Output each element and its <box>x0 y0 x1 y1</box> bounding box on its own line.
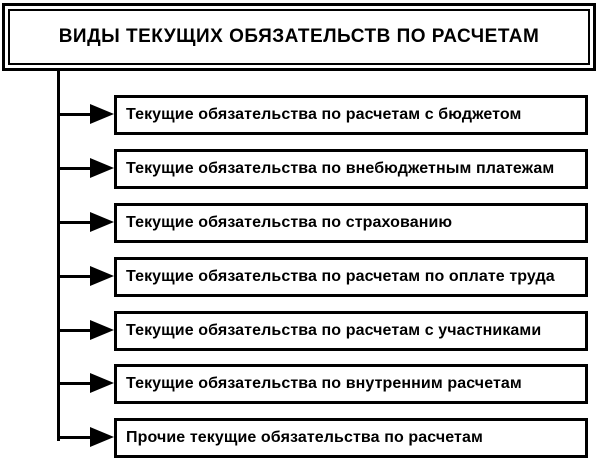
node-label: Текущие обязательства по внебюджетным пл… <box>126 160 555 177</box>
node-box: Текущие обязательства по расчетам с бюдж… <box>114 95 588 135</box>
arrow-right-icon <box>90 104 114 124</box>
diagram-row: Текущие обязательства по расчетам по опл… <box>0 257 600 297</box>
arrow-right-icon <box>90 427 114 447</box>
node-label: Текущие обязательства по расчетам с бюдж… <box>126 106 522 123</box>
diagram-row: Текущие обязательства по расчетам с бюдж… <box>0 95 600 135</box>
trunk-line <box>57 70 60 441</box>
node-box: Текущие обязательства по страхованию <box>114 203 588 243</box>
arrow-right-icon <box>90 320 114 340</box>
node-label: Текущие обязательства по страхованию <box>126 214 453 231</box>
connector-line <box>57 113 91 116</box>
connector-line <box>57 167 91 170</box>
diagram-row: Текущие обязательства по внебюджетным пл… <box>0 149 600 189</box>
node-label: Текущие обязательства по расчетам с учас… <box>126 322 542 339</box>
title-box: ВИДЫ ТЕКУЩИХ ОБЯЗАТЕЛЬСТВ ПО РАСЧЕТАМ <box>2 3 596 71</box>
arrow-right-icon <box>90 212 114 232</box>
arrow-right-icon <box>90 373 114 393</box>
node-box: Текущие обязательства по внебюджетным пл… <box>114 149 588 189</box>
connector-line <box>57 329 91 332</box>
arrow-right-icon <box>90 158 114 178</box>
title-box-inner-frame: ВИДЫ ТЕКУЩИХ ОБЯЗАТЕЛЬСТВ ПО РАСЧЕТАМ <box>8 9 590 65</box>
diagram-row: Текущие обязательства по внутренним расч… <box>0 364 600 404</box>
diagram-title: ВИДЫ ТЕКУЩИХ ОБЯЗАТЕЛЬСТВ ПО РАСЧЕТАМ <box>58 26 540 47</box>
node-label: Прочие текущие обязательства по расчетам <box>126 429 483 446</box>
diagram-row: Прочие текущие обязательства по расчетам <box>0 418 600 458</box>
node-box: Текущие обязательства по внутренним расч… <box>114 364 588 404</box>
connector-line <box>57 382 91 385</box>
connector-line <box>57 275 91 278</box>
connector-line <box>57 221 91 224</box>
node-box: Текущие обязательства по расчетам с учас… <box>114 311 588 351</box>
node-label: Текущие обязательства по расчетам по опл… <box>126 268 555 285</box>
connector-line <box>57 436 91 439</box>
node-box: Прочие текущие обязательства по расчетам <box>114 418 588 458</box>
diagram-row: Текущие обязательства по расчетам с учас… <box>0 311 600 351</box>
node-box: Текущие обязательства по расчетам по опл… <box>114 257 588 297</box>
node-label: Текущие обязательства по внутренним расч… <box>126 375 522 392</box>
arrow-right-icon <box>90 266 114 286</box>
diagram-row: Текущие обязательства по страхованию <box>0 203 600 243</box>
